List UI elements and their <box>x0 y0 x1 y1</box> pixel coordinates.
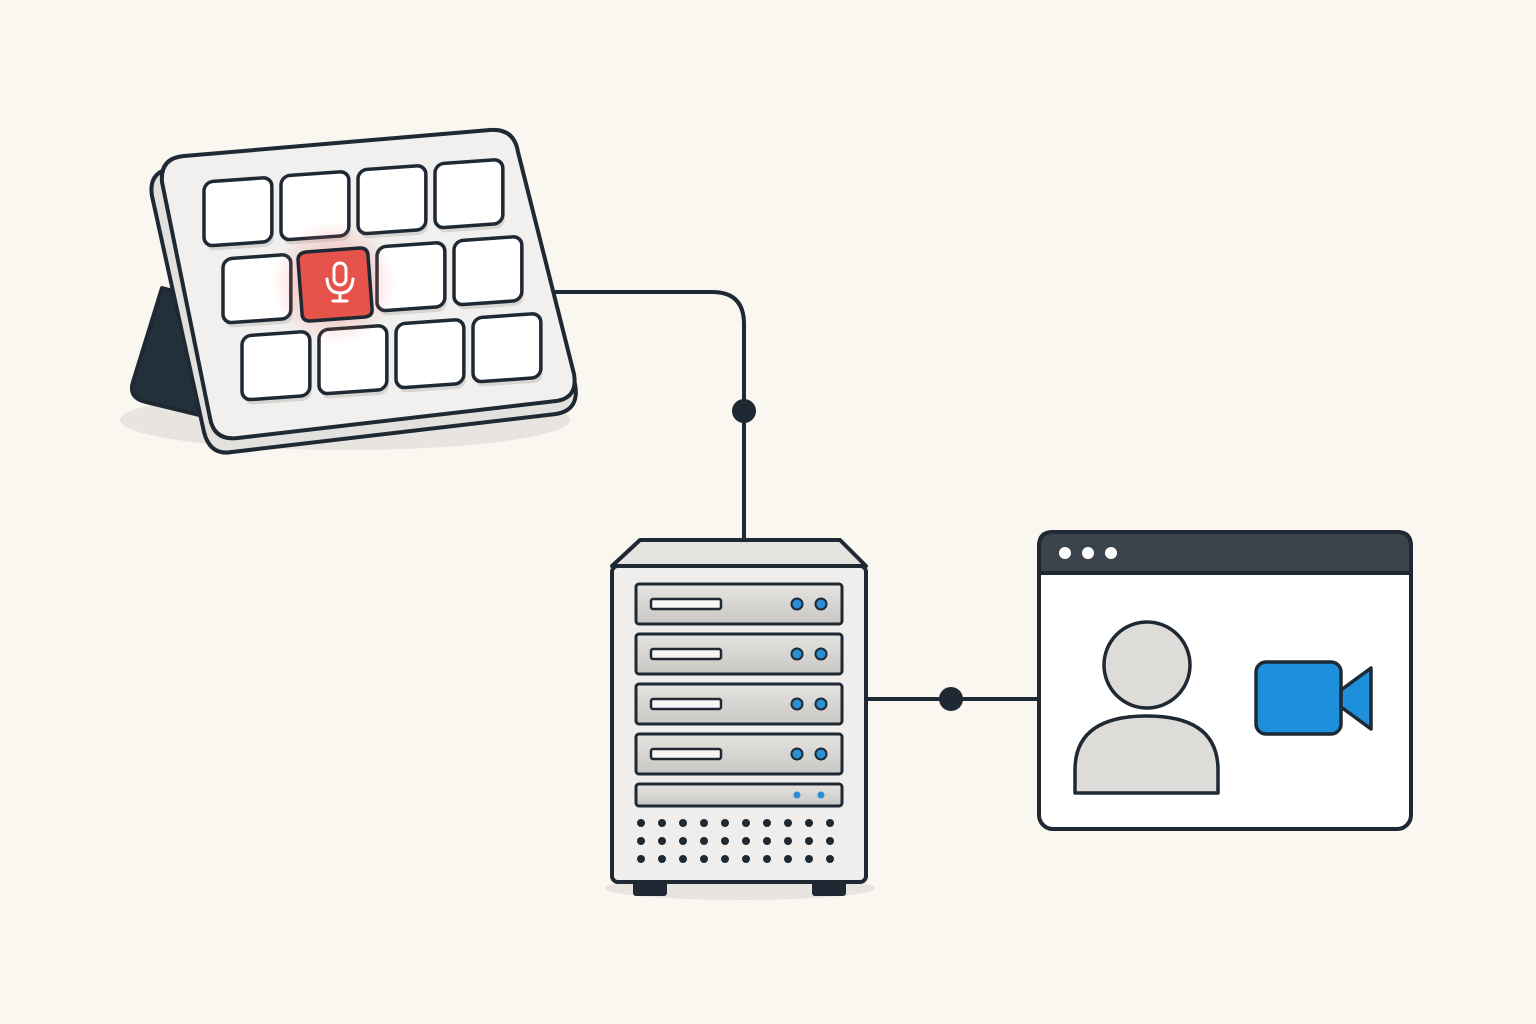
vent-hole <box>742 855 750 863</box>
vent-hole <box>805 819 813 827</box>
keypad-key[interactable] <box>202 176 274 251</box>
vent-hole <box>679 819 687 827</box>
keypad-key-face <box>356 164 428 236</box>
server-vent-grille <box>637 819 834 863</box>
vent-hole <box>637 855 645 863</box>
connector-server-to-window <box>866 687 1040 711</box>
vent-hole <box>637 837 645 845</box>
server-drive-bay <box>634 632 844 676</box>
server-top <box>610 538 868 568</box>
vent-hole <box>700 819 708 827</box>
window-titlebar <box>1037 530 1413 575</box>
video-camera-icon[interactable] <box>1254 660 1373 736</box>
drive-bay-panel <box>634 732 844 776</box>
vent-hole <box>721 855 729 863</box>
vent-hole <box>742 837 750 845</box>
vent-hole <box>826 819 834 827</box>
vent-hole <box>721 837 729 845</box>
vent-hole <box>763 837 771 845</box>
drive-bay-slot <box>649 597 723 611</box>
vent-hole <box>742 819 750 827</box>
vent-hole <box>826 855 834 863</box>
drive-bay-light <box>814 747 828 761</box>
connector-node-dot <box>732 399 756 423</box>
vent-hole <box>784 855 792 863</box>
keypad-key[interactable] <box>240 330 312 405</box>
keypad-key[interactable] <box>433 158 505 233</box>
keypad-key-face <box>240 330 312 402</box>
connector-node-dot <box>939 687 963 711</box>
server-bottom-panel <box>634 782 844 808</box>
server-drive-bays <box>634 582 844 776</box>
vent-hole <box>679 837 687 845</box>
control-pad <box>120 127 578 455</box>
server <box>605 538 875 900</box>
server-drive-bay <box>634 682 844 726</box>
keypad-key[interactable] <box>394 318 466 393</box>
drive-bay-panel <box>634 582 844 626</box>
server-foot-left <box>633 880 667 896</box>
drive-bay-light <box>790 697 804 711</box>
server-status-light <box>817 791 825 799</box>
user-avatar-icon <box>1073 620 1220 795</box>
drive-bay-light <box>814 697 828 711</box>
microphone-icon <box>325 261 355 303</box>
keypad-key-face <box>433 158 505 230</box>
vent-hole <box>763 855 771 863</box>
vent-hole <box>679 855 687 863</box>
server-drive-bay <box>634 582 844 626</box>
keypad-key[interactable] <box>356 164 428 239</box>
drive-bay-panel <box>634 632 844 676</box>
drive-bay-panel <box>634 682 844 726</box>
drive-bay-light <box>790 597 804 611</box>
drive-bay-light <box>814 647 828 661</box>
server-drive-bay <box>634 732 844 776</box>
keypad-key-face <box>452 235 524 307</box>
vent-hole <box>784 837 792 845</box>
server-status-light <box>793 791 801 799</box>
vent-hole <box>784 819 792 827</box>
drive-bay-slot <box>649 647 723 661</box>
vent-hole <box>637 819 645 827</box>
video-call-window <box>1037 530 1413 831</box>
connector-pad-to-server <box>552 290 756 542</box>
vent-hole <box>658 855 666 863</box>
vent-hole <box>805 837 813 845</box>
vent-hole <box>658 837 666 845</box>
window-control-dot[interactable] <box>1105 547 1117 559</box>
vent-hole <box>700 855 708 863</box>
keypad-key[interactable] <box>471 312 543 387</box>
keypad-key-face <box>471 312 543 384</box>
vent-hole <box>826 837 834 845</box>
vent-hole <box>658 819 666 827</box>
vent-hole <box>721 819 729 827</box>
keypad-key[interactable] <box>452 235 524 310</box>
vent-hole <box>763 819 771 827</box>
vent-hole <box>700 837 708 845</box>
drive-bay-slot <box>649 747 723 761</box>
window-control-dot[interactable] <box>1082 547 1094 559</box>
keypad-key-face <box>394 318 466 390</box>
window-control-dot[interactable] <box>1059 547 1071 559</box>
drive-bay-light <box>814 597 828 611</box>
vent-hole <box>805 855 813 863</box>
keypad-key-face <box>202 176 274 248</box>
drive-bay-light <box>790 647 804 661</box>
active-key[interactable] <box>272 221 396 345</box>
drive-bay-slot <box>649 697 723 711</box>
connector-line <box>552 290 746 542</box>
server-foot-right <box>812 880 846 896</box>
drive-bay-light <box>790 747 804 761</box>
